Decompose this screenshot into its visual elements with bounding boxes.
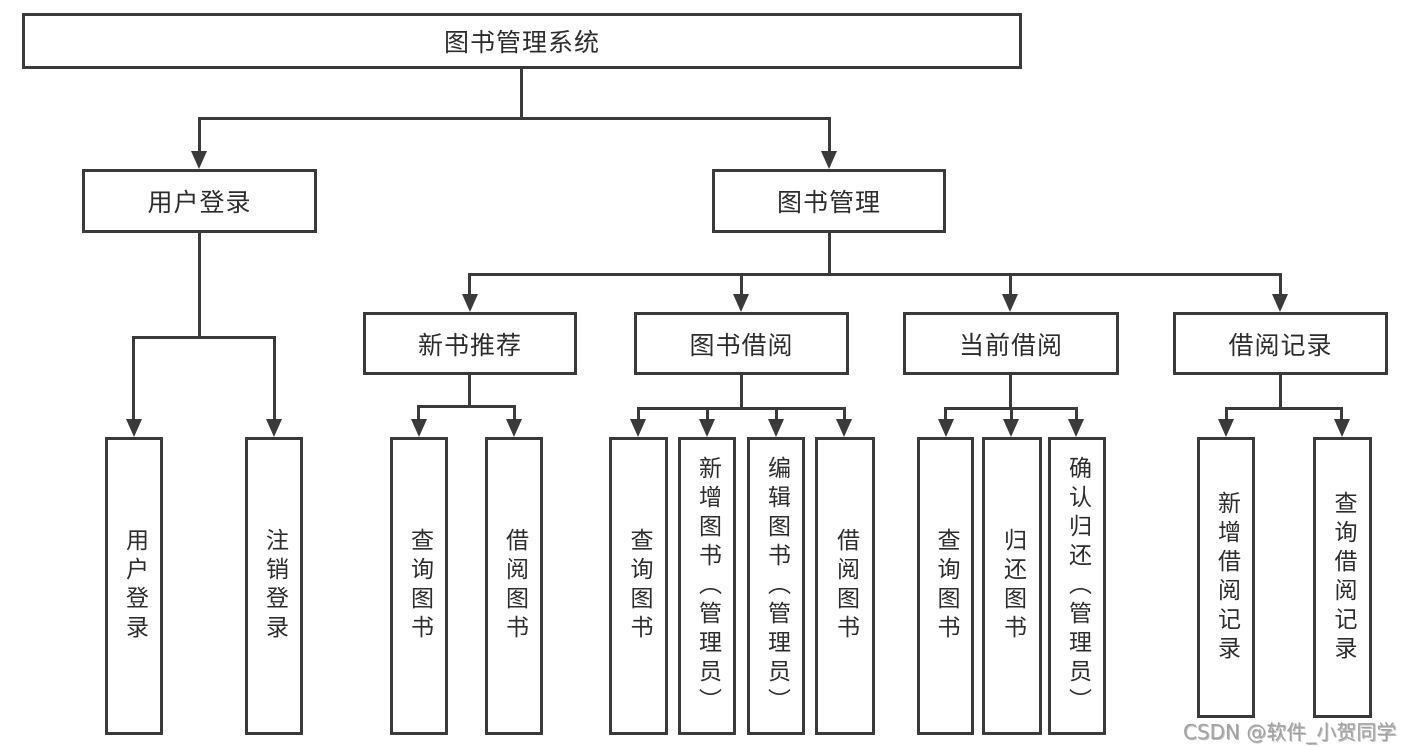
arrowhead-down-icon: [768, 419, 784, 437]
node-logout: 注销登录: [245, 437, 303, 735]
connector-hbar: [417, 405, 516, 408]
node-return-books: 归还图书: [982, 437, 1042, 735]
connector-stem: [1340, 407, 1343, 421]
arrowhead-down-icon: [821, 151, 837, 169]
node-label: 图书管理: [776, 188, 881, 217]
connector-stem: [1279, 273, 1282, 297]
node-borrow-books: 借阅图书: [815, 437, 875, 735]
connector-stem: [132, 336, 135, 421]
node-label: 归还图书: [999, 528, 1026, 644]
arrowhead-down-icon: [630, 419, 646, 437]
arrowhead-down-icon: [411, 419, 427, 437]
arrowhead-down-icon: [1002, 294, 1018, 312]
connector-stem: [828, 117, 831, 153]
arrowhead-down-icon: [699, 419, 715, 437]
node-label: 借阅图书: [832, 528, 859, 644]
connector-stem: [828, 233, 831, 275]
connector-hbar: [132, 336, 276, 339]
node-label: 确认归还（管理员）: [1064, 455, 1091, 717]
connector-stem: [1225, 407, 1228, 421]
node-root-library-system: 图书管理系统: [22, 13, 1022, 69]
connector-stem: [637, 407, 640, 421]
connector-stem: [706, 407, 709, 421]
node-label: 当前借阅: [958, 330, 1063, 360]
arrowhead-down-icon: [938, 419, 954, 437]
node-add-books-admin: 新增图书（管理员）: [678, 437, 736, 735]
node-label: 新增图书（管理员）: [694, 455, 721, 717]
node-label: 查询图书: [406, 528, 433, 644]
node-label: 图书管理系统: [443, 28, 600, 57]
connector-stem: [1279, 375, 1282, 409]
connector-stem: [198, 117, 201, 153]
arrowhead-down-icon: [1218, 419, 1234, 437]
node-label: 注销登录: [261, 528, 288, 644]
connector-stem: [468, 273, 471, 297]
connector-hbar: [468, 273, 1281, 276]
connector-stem: [1010, 407, 1013, 421]
connector-stem: [775, 407, 778, 421]
csdn-watermark: CSDN @软件_小贺同学: [1183, 720, 1397, 744]
connector-stem: [740, 375, 743, 409]
node-label: 借阅记录: [1228, 330, 1333, 360]
arrowhead-down-icon: [1003, 419, 1019, 437]
connector-root-hbar: [198, 117, 831, 120]
node-borrowing-query-books: 查询图书: [609, 437, 668, 735]
node-user-login-leaf: 用户登录: [105, 437, 163, 735]
node-recommend-query-books: 查询图书: [390, 437, 448, 735]
connector-stem: [273, 336, 276, 421]
arrowhead-down-icon: [266, 419, 282, 437]
node-label: 新书推荐: [417, 330, 522, 360]
node-recommend-borrow-books: 借阅图书: [485, 437, 543, 735]
connector-stem: [843, 407, 846, 421]
connector-root-stem: [520, 69, 523, 118]
node-query-borrow-record: 查询借阅记录: [1313, 437, 1372, 718]
node-label: 新增借阅记录: [1213, 490, 1240, 665]
node-current-borrowing: 当前借阅: [903, 312, 1119, 375]
node-new-book-recommend: 新书推荐: [363, 312, 577, 375]
node-book-management: 图书管理: [712, 169, 946, 233]
arrowhead-down-icon: [506, 419, 522, 437]
node-label: 查询借阅记录: [1330, 490, 1356, 665]
connector-hbar: [637, 407, 845, 410]
node-edit-books-admin: 编辑图书（管理员）: [747, 437, 805, 735]
connector-stem: [513, 405, 516, 421]
node-current-query-books: 查询图书: [917, 437, 974, 735]
connector-stem: [1075, 407, 1078, 421]
node-book-borrowing: 图书借阅: [634, 312, 849, 375]
arrowhead-down-icon: [126, 419, 142, 437]
connector-stem: [944, 407, 947, 421]
node-label: 用户登录: [121, 528, 148, 644]
node-borrow-records: 借阅记录: [1173, 312, 1388, 375]
node-label: 查询图书: [933, 528, 959, 644]
connector-stem: [740, 273, 743, 297]
arrowhead-down-icon: [191, 151, 207, 169]
arrowhead-down-icon: [1068, 419, 1084, 437]
arrowhead-down-icon: [733, 294, 749, 312]
arrowhead-down-icon: [836, 419, 852, 437]
arrowhead-down-icon: [1334, 419, 1350, 437]
node-label: 借阅图书: [501, 528, 528, 644]
connector-stem: [198, 233, 201, 338]
connector-stem: [417, 405, 420, 421]
arrowhead-down-icon: [1272, 294, 1288, 312]
node-confirm-return-admin: 确认归还（管理员）: [1048, 437, 1106, 735]
arrowhead-down-icon: [462, 294, 478, 312]
node-label: 编辑图书（管理员）: [763, 455, 790, 717]
connector-stem: [1009, 375, 1012, 409]
node-label: 用户登录: [147, 188, 252, 217]
connector-hbar: [1225, 407, 1343, 410]
node-add-borrow-record: 新增借阅记录: [1197, 437, 1255, 718]
node-label: 图书借阅: [689, 330, 794, 360]
node-label: 查询图书: [626, 528, 652, 644]
node-user-login: 用户登录: [82, 169, 317, 233]
connector-stem: [1009, 273, 1012, 297]
connector-stem: [468, 375, 471, 407]
